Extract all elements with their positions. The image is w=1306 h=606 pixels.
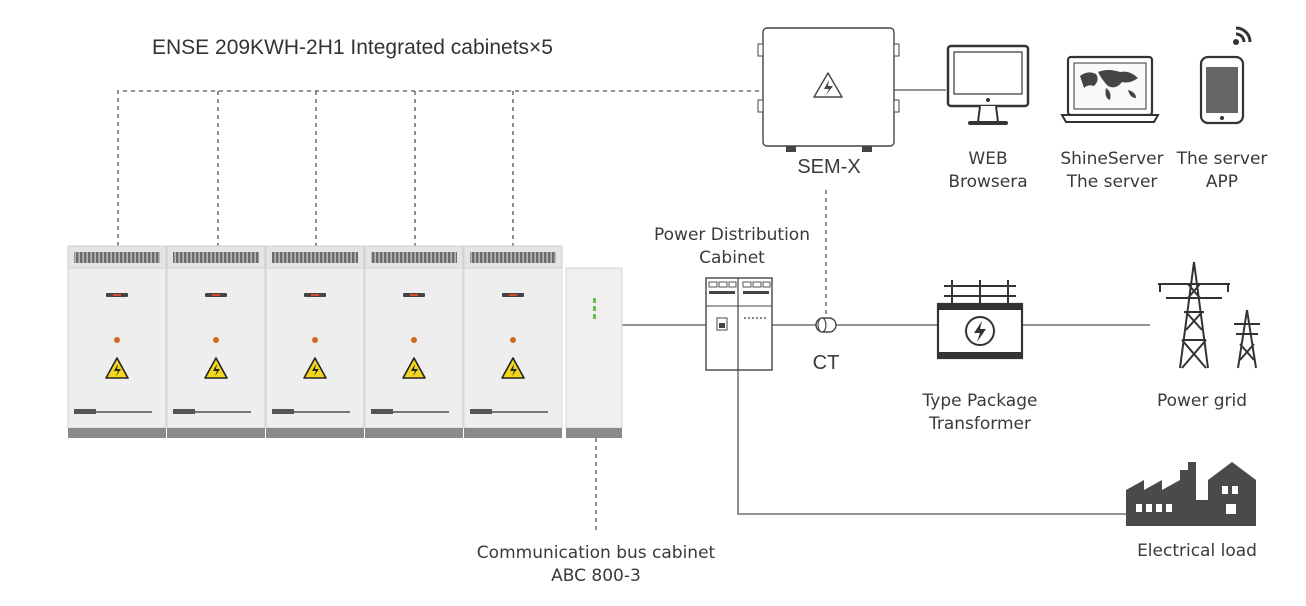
shineserver-label: ShineServer The server xyxy=(1054,148,1170,194)
communication-bus-cabinet xyxy=(565,267,623,438)
line-pdc-to-load xyxy=(737,370,1126,515)
power-distribution-label-line2: Cabinet xyxy=(699,248,765,268)
communication-bus-label-line1: Communication bus cabinet xyxy=(476,543,716,563)
comm-line-main xyxy=(117,90,762,246)
power-distribution-cabinet xyxy=(705,277,773,371)
transformer-label-line2: Transformer xyxy=(928,414,1031,434)
power-lines xyxy=(622,89,1150,515)
wifi-icon xyxy=(1233,26,1252,45)
sem-x-label-text: SEM-X xyxy=(797,156,861,178)
battery-cabinet xyxy=(364,245,464,438)
server-app-label-line2: APP xyxy=(1205,172,1239,192)
battery-cabinet xyxy=(463,245,563,438)
sem-x-label: SEM-X xyxy=(772,156,886,179)
ct-sensor xyxy=(815,317,837,333)
communication-bus-label: Communication bus cabinet ABC 800-3 xyxy=(456,542,736,588)
battery-cabinet xyxy=(265,245,365,438)
power-grid-label: Power grid xyxy=(1140,390,1264,413)
communication-bus-label-line2: ABC 800-3 xyxy=(551,566,641,586)
shineserver-label-line2: The server xyxy=(1066,172,1158,192)
communication-lines xyxy=(117,90,827,530)
electrical-load-label: Electrical load xyxy=(1120,540,1274,563)
laptop-icon xyxy=(1060,55,1160,123)
web-label-line1: WEB xyxy=(968,149,1008,169)
warning-icon xyxy=(105,357,129,379)
warning-icon xyxy=(501,357,525,379)
transformer-icon xyxy=(936,280,1024,360)
lightning-icon xyxy=(965,316,995,346)
warning-icon xyxy=(402,357,426,379)
server-app-label-line1: The server xyxy=(1176,149,1268,169)
web-label: WEB Browsera xyxy=(938,148,1038,194)
power-grid-label-text: Power grid xyxy=(1156,391,1248,411)
monitor-icon xyxy=(946,44,1030,125)
diagram-title: ENSE 209KWH-2H1 Integrated cabinets×5 xyxy=(152,36,553,59)
ct-label-text: CT xyxy=(812,352,840,374)
electrical-load-label-text: Electrical load xyxy=(1137,541,1257,561)
transformer-label-line1: Type Package xyxy=(922,391,1038,411)
battery-cabinet xyxy=(166,245,266,438)
shineserver-label-line1: ShineServer xyxy=(1060,149,1164,169)
factory-icon xyxy=(1126,462,1256,526)
warning-icon xyxy=(204,357,228,379)
warning-icon xyxy=(303,357,327,379)
battery-cabinets xyxy=(67,245,563,438)
battery-cabinet xyxy=(67,245,167,438)
web-label-line2: Browsera xyxy=(948,172,1028,192)
power-tower-icon xyxy=(1158,261,1260,369)
sem-x-device xyxy=(757,27,900,152)
server-app-label: The server APP xyxy=(1170,148,1274,194)
ct-label: CT xyxy=(806,352,846,375)
power-distribution-label: Power Distribution Cabinet xyxy=(640,224,824,270)
phone-icon xyxy=(1199,55,1245,125)
warning-icon xyxy=(813,72,843,98)
power-distribution-label-line1: Power Distribution xyxy=(654,225,810,245)
transformer-label: Type Package Transformer xyxy=(900,390,1060,436)
